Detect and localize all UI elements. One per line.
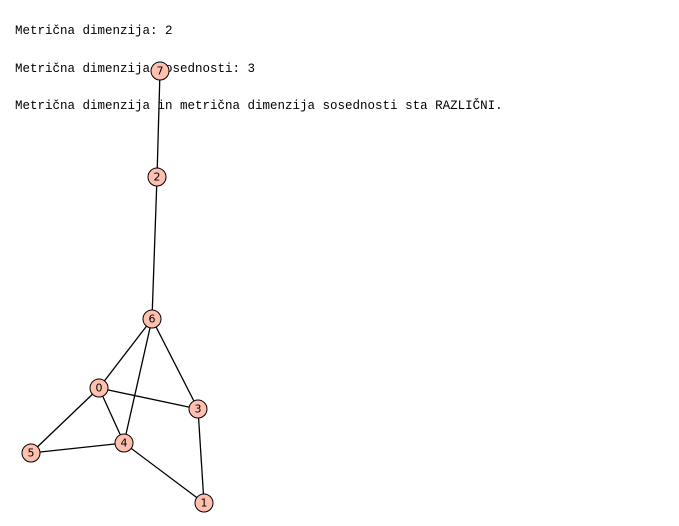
output-line-metric-dimension: Metrična dimenzija: 2 <box>15 24 173 38</box>
vertex-7: 7 <box>150 61 170 81</box>
vertex-circle-3 <box>188 399 208 419</box>
vertex-circle-7 <box>150 61 170 81</box>
vertex-1: 1 <box>194 493 214 513</box>
edge-0-4 <box>98 387 125 444</box>
vertex-6: 6 <box>142 309 162 329</box>
vertex-label-3: 3 <box>195 403 202 416</box>
edge-6-3 <box>151 318 199 410</box>
vertex-circle-0 <box>89 378 109 398</box>
vertex-label-5: 5 <box>28 447 35 460</box>
graph-edges <box>30 70 205 504</box>
vertex-label-4: 4 <box>121 437 128 450</box>
edge-0-3 <box>98 387 199 410</box>
vertex-circle-5 <box>21 443 41 463</box>
vertex-label-0: 0 <box>96 382 103 395</box>
vertex-2: 2 <box>147 167 167 187</box>
vertex-label-7: 7 <box>157 65 164 78</box>
edge-6-0 <box>98 318 153 389</box>
output-line-adjacency-dimension: Metrična dimenzija sosednosti: 3 <box>15 61 256 76</box>
edge-6-4 <box>123 318 153 444</box>
vertex-label-6: 6 <box>149 313 156 326</box>
vertex-0: 0 <box>89 378 109 398</box>
edge-4-1 <box>123 442 205 504</box>
vertex-circle-1 <box>194 493 214 513</box>
vertex-label-1: 1 <box>201 497 208 510</box>
vertex-circle-2 <box>147 167 167 187</box>
edge-7-2 <box>156 70 161 178</box>
vertex-circle-6 <box>142 309 162 329</box>
output-line-comparison: Metrična dimenzija in metrična dimenzija… <box>15 99 503 113</box>
edge-5-4 <box>30 442 125 454</box>
vertex-circle-4 <box>114 433 134 453</box>
output-text: Metrična dimenzija: 2 Metrična dimenzija… <box>15 0 503 125</box>
edge-0-5 <box>30 387 100 454</box>
edge-2-6 <box>151 176 158 320</box>
edge-3-1 <box>197 408 205 504</box>
vertex-label-2: 2 <box>154 171 161 184</box>
vertex-3: 3 <box>188 399 208 419</box>
vertex-5: 5 <box>21 443 41 463</box>
vertex-4: 4 <box>114 433 134 453</box>
graph-nodes: 0 1 2 3 4 5 6 7 <box>21 61 214 513</box>
